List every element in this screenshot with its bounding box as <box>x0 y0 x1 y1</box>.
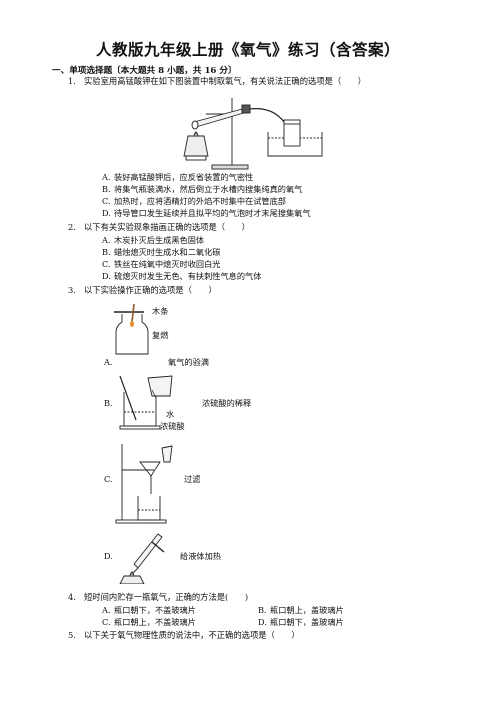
q1-option-b[interactable]: B.将集气瓶装满水，然后倒立于水槽内搜集纯真的氧气 <box>102 184 302 195</box>
option-letter: A. <box>102 172 111 182</box>
option-text: 将集气瓶装满水，然后倒立于水槽内搜集纯真的氧气 <box>114 184 303 194</box>
option-letter: A. <box>104 357 113 367</box>
option-letter: B. <box>102 247 111 257</box>
option-text: 氧气的验满 <box>168 357 209 367</box>
question-text: 以下关于氧气物理性质的说法中，不正确的选项是（ ） <box>84 630 300 640</box>
question-text: 以下实验操作正确的选项是（ ） <box>84 285 217 295</box>
filtration-figure <box>115 444 173 524</box>
option-text: 给液体加热 <box>180 551 221 561</box>
option-text: 硫熄灭时发生无色、有扶刺性气息的气体 <box>114 271 262 281</box>
option-text: 浓硫酸的稀释 <box>202 398 252 408</box>
q3-option-c[interactable]: C. 过滤 <box>104 474 200 485</box>
q4-option-b[interactable]: B.瓶口朝上，盖玻璃片 <box>258 605 344 616</box>
option-text: 瓶口朝下，盖玻璃片 <box>270 617 344 627</box>
conc-acid-label: 浓硫酸 <box>160 421 185 431</box>
option-letter: B. <box>104 398 113 408</box>
question-number: 4. <box>68 592 76 602</box>
wood-stick-label: 木条 <box>152 306 169 316</box>
oxygen-apparatus-figure <box>183 98 323 170</box>
q4-option-a[interactable]: A.瓶口朝下，不盖玻璃片 <box>102 605 196 616</box>
q1-option-c[interactable]: C.加热时，应将酒精灯的外焰不时集中在试管底部 <box>102 196 286 207</box>
option-text: 铁丝在纯氧中熄灭时收回白光 <box>114 259 221 269</box>
option-letter: A. <box>102 605 111 615</box>
question-number: 2. <box>68 222 76 232</box>
option-letter: C. <box>104 474 113 484</box>
option-letter: C. <box>102 259 111 269</box>
option-text: 待导管口发生延续并且拟平均的气泡时才末尾搜集氧气 <box>114 208 311 218</box>
option-letter: B. <box>102 184 111 194</box>
q4-option-d[interactable]: D.瓶口朝下，盖玻璃片 <box>258 617 344 628</box>
q2-option-a[interactable]: A.木炭扑灭后生成黑色固体 <box>102 235 204 246</box>
section-heading: 一、单项选择题〔本大题共 8 小题，共 16 分〕 <box>52 66 237 76</box>
question-5: 5. 以下关于氧气物理性质的说法中，不正确的选项是（ ） <box>68 630 300 641</box>
question-number: 3. <box>68 285 76 295</box>
option-letter: A. <box>102 235 111 245</box>
option-text: 加热时，应将酒精灯的外焰不时集中在试管底部 <box>114 196 286 206</box>
document-title: 人教版九年级上册《氧气》练习（含答案） <box>95 40 400 59</box>
q3-option-a[interactable]: A. 氧气的验满 <box>104 357 209 368</box>
q2-option-b[interactable]: B.蜡烛熄灭时生成水和二氧化碳 <box>102 247 220 258</box>
option-text: 瓶口朝下，不盖玻璃片 <box>114 605 196 615</box>
option-text: 蜡烛熄灭时生成水和二氧化碳 <box>114 247 221 257</box>
liquid-heating-figure <box>119 533 165 584</box>
option-text: 瓶口朝上，盖玻璃片 <box>270 605 344 615</box>
option-letter: D. <box>102 208 111 218</box>
option-text: 瓶口朝上，不盖玻璃片 <box>114 617 196 627</box>
question-number: 5. <box>68 630 76 640</box>
acid-dilution-figure <box>119 375 173 430</box>
question-3: 3. 以下实验操作正确的选项是（ ） <box>68 285 217 296</box>
question-2: 2. 以下有关实验现象描画正确的选项是（ ） <box>68 222 250 233</box>
question-text: 以下有关实验现象描画正确的选项是（ ） <box>84 222 250 232</box>
option-letter: D. <box>104 551 113 561</box>
q3-option-b[interactable]: B. 浓硫酸的稀释 <box>104 398 251 409</box>
option-text: 过滤 <box>184 474 201 484</box>
option-text: 装好高锰酸钾后，应反省装置的气密性 <box>114 172 254 182</box>
rekindle-label: 复燃 <box>152 330 169 340</box>
q1-option-d[interactable]: D.待导管口发生延续并且拟平均的气泡时才末尾搜集氧气 <box>102 208 311 219</box>
q2-option-d[interactable]: D.硫熄灭时发生无色、有扶刺性气息的气体 <box>102 271 261 282</box>
q3-option-d[interactable]: D. 给液体加热 <box>104 551 221 562</box>
question-4: 4. 短时间内贮存一瓶氧气，正确的方法是( ) <box>68 592 249 603</box>
option-letter: C. <box>102 617 111 627</box>
question-text: 短时间内贮存一瓶氧气，正确的方法是( ) <box>84 592 249 602</box>
question-1: 1. 实验室用高锰酸钾在如下图装置中制取氧气，有关说法正确的选项是（ ） <box>68 76 367 87</box>
q4-option-c[interactable]: C.瓶口朝上，不盖玻璃片 <box>102 617 196 628</box>
option-letter: D. <box>258 617 267 627</box>
question-number: 1. <box>68 76 76 86</box>
option-letter: C. <box>102 196 111 206</box>
option-letter: D. <box>102 271 111 281</box>
water-label: 水 <box>166 409 175 419</box>
q2-option-c[interactable]: C.铁丝在纯氧中熄灭时收回白光 <box>102 259 220 270</box>
question-text: 实验室用高锰酸钾在如下图装置中制取氧气，有关说法正确的选项是（ ） <box>84 76 367 86</box>
option-letter: B. <box>258 605 267 615</box>
q1-option-a[interactable]: A.装好高锰酸钾后，应反省装置的气密性 <box>102 172 253 183</box>
oxygen-test-figure <box>114 303 149 355</box>
option-text: 木炭扑灭后生成黑色固体 <box>114 235 205 245</box>
